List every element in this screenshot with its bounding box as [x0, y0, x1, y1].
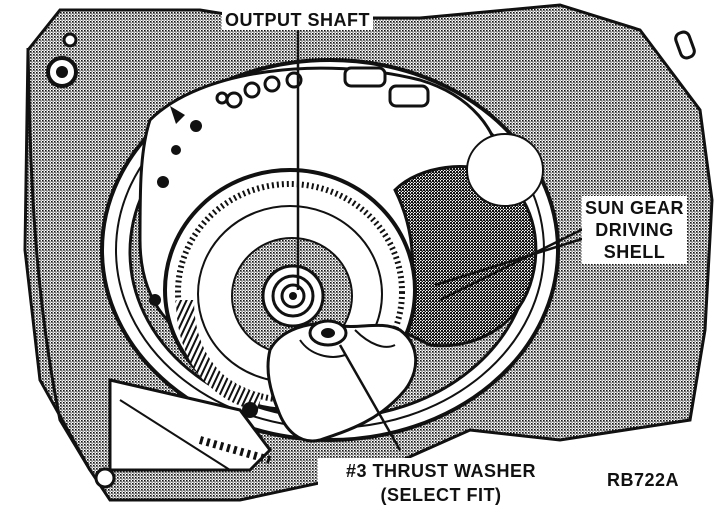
- flange-bolt: [94, 467, 116, 489]
- thrust-washer: [308, 319, 348, 347]
- case-flange: [26, 47, 92, 471]
- thrust-washer-label: #3 THRUST WASHER (SELECT FIT): [318, 458, 564, 508]
- thrust-washer-label-line1: #3 THRUST WASHER: [345, 461, 537, 481]
- sun-gear-leader-2: [434, 236, 586, 287]
- sun-gear-driving-shell-label: SUN GEAR DRIVING SHELL: [582, 196, 688, 264]
- sun-gear-label-line2: DRIVING: [595, 220, 674, 240]
- sun-gear-leader: [439, 226, 586, 302]
- sun-gear-label-line3: SHELL: [603, 242, 666, 262]
- thrust-washer-label-line2: (SELECT FIT): [380, 485, 502, 505]
- case-slot: [674, 30, 696, 60]
- figure-id: RB722A: [604, 470, 683, 490]
- thrust-washer-leader: [338, 344, 402, 451]
- sun-gear-label-line1: SUN GEAR: [585, 198, 685, 218]
- port-marker: [170, 106, 185, 124]
- output-shaft-hub: [261, 264, 325, 328]
- output-shaft-label: OUTPUT SHAFT: [222, 10, 373, 30]
- flange-bolt: [62, 32, 78, 48]
